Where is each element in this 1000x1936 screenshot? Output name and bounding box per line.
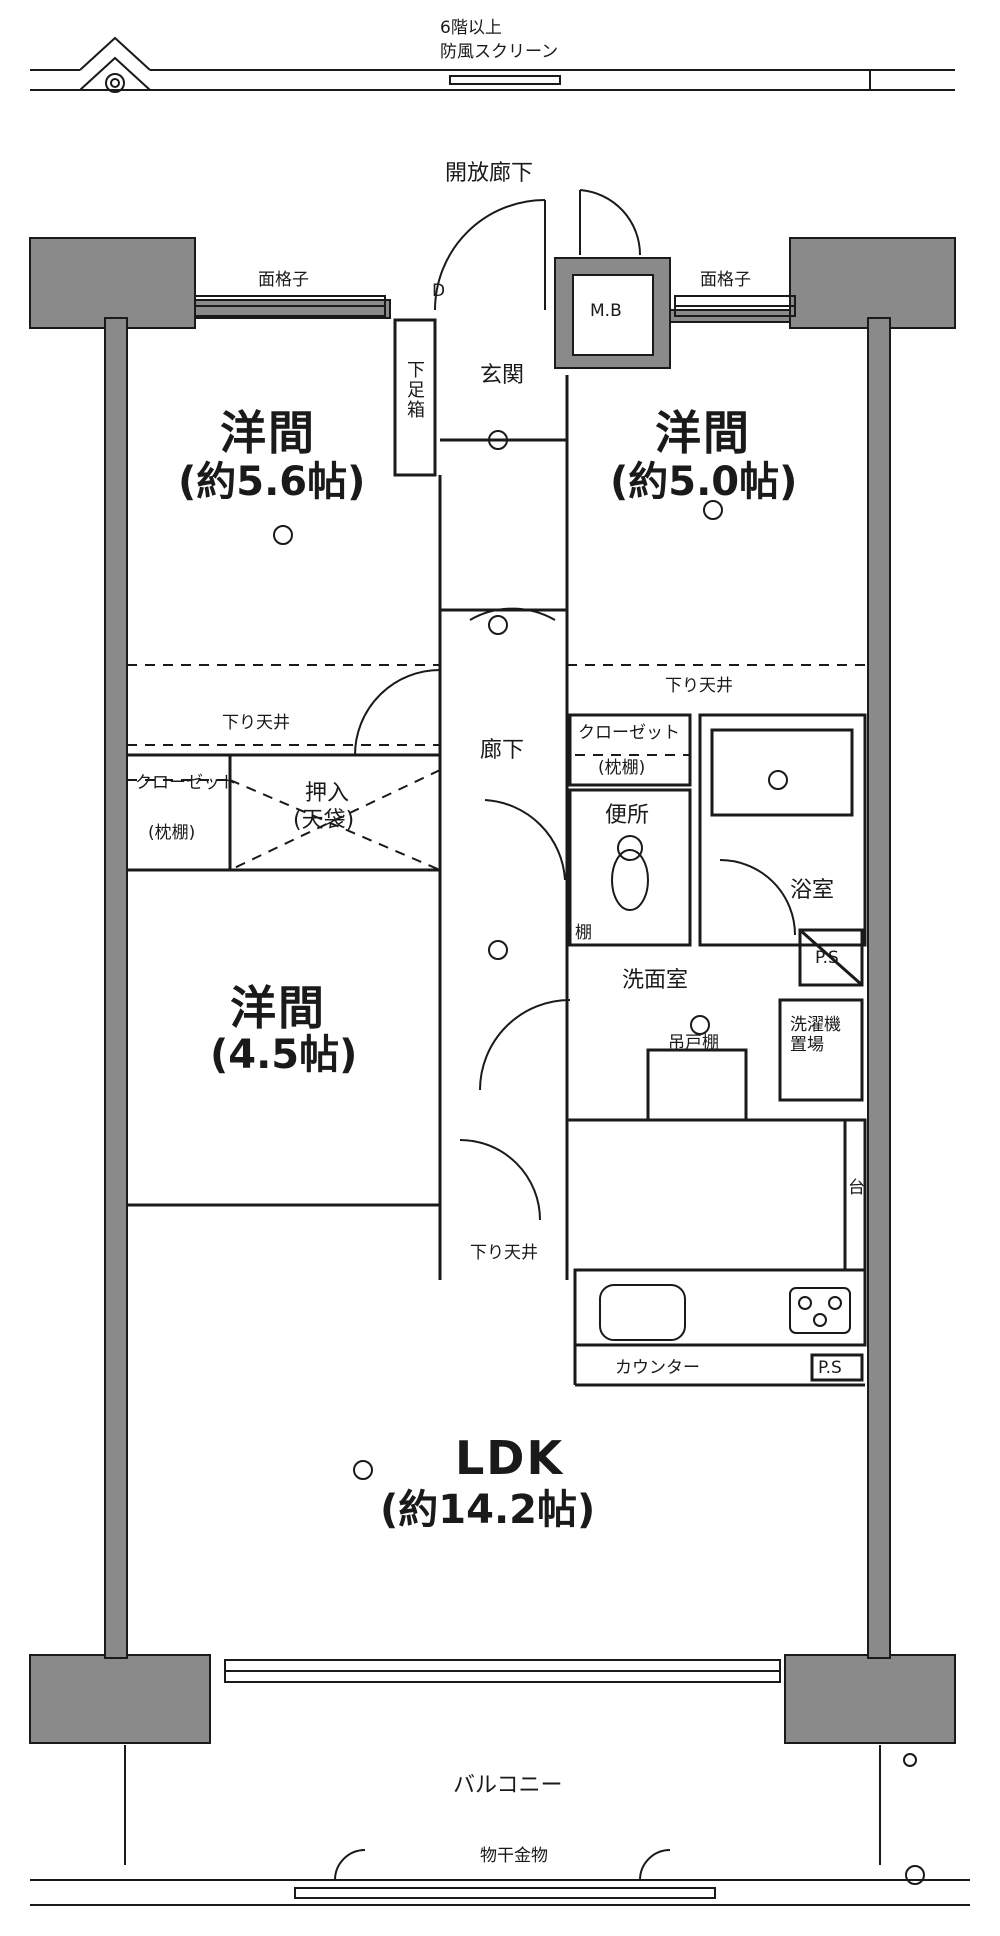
oshiire-label: 押入: [305, 781, 350, 806]
lattice-left-label: 面格子: [258, 270, 309, 290]
washer-place-label: 洗濯機置場: [790, 1015, 841, 1056]
sink-icon: [599, 1284, 686, 1341]
floor-note: 6階以上: [440, 18, 502, 38]
shelf-label: 棚: [575, 923, 592, 943]
lowered-ceiling-2: 下り天井: [222, 713, 290, 733]
windbreak-screen: [30, 36, 955, 93]
ps2-label: P.S: [818, 1358, 842, 1378]
toilet-icon: [611, 835, 649, 911]
lowered-ceiling-1: 下り天井: [665, 676, 733, 696]
toilet-label: 便所: [605, 803, 650, 828]
closet-right-label: クローゼット: [578, 723, 680, 743]
oshiire-sub: (天袋): [293, 808, 355, 833]
lowered-ceiling-3: 下り天井: [470, 1243, 538, 1263]
counter-label: カウンター: [615, 1358, 700, 1378]
closet-left-label: クローゼット: [135, 773, 237, 793]
room3-size: (4.5帖): [210, 1032, 358, 1078]
door-swings: [354, 189, 796, 1221]
laundry-hardware-label: 物干金物: [480, 1846, 548, 1866]
ps1-label: P.S: [815, 948, 839, 968]
room2-name: 洋間: [655, 406, 751, 460]
mb-box: [572, 274, 654, 356]
shoe-box-label: 下足箱: [404, 360, 425, 420]
room1-size: (約5.6帖): [178, 459, 366, 505]
d-mark: D: [432, 281, 446, 301]
balcony-label: バルコニー: [453, 1773, 563, 1798]
lowered-ceiling-lines: [127, 664, 865, 871]
entrance-label: 玄関: [480, 363, 525, 388]
interior-walls: [127, 318, 867, 1387]
closet-left-sub: (枕棚): [148, 823, 196, 843]
mb-label: M.B: [590, 301, 622, 321]
room2-size: (約5.0帖): [610, 459, 798, 505]
ldk-name: LDK: [455, 1431, 565, 1485]
corridor-label: 開放廊下: [445, 161, 534, 186]
screen-note: 防風スクリーン: [440, 42, 559, 62]
ceiling-light-icons: [273, 430, 788, 1480]
room3-name: 洋間: [230, 981, 326, 1035]
stove-icon: [789, 1287, 851, 1334]
washroom-label: 洗面室: [622, 968, 689, 993]
lattice-right-label: 面格子: [700, 270, 751, 290]
balcony-outline: [30, 1659, 970, 1906]
bathroom-label: 浴室: [790, 878, 835, 903]
ldk-size: (約14.2帖): [380, 1487, 596, 1533]
window-lattice: [194, 295, 796, 317]
room1-name: 洋間: [220, 406, 316, 460]
hanging-shelf-label: 吊戸棚: [668, 1033, 719, 1053]
hallway-label: 廊下: [480, 738, 525, 763]
closet-right-sub: (枕棚): [598, 758, 646, 778]
pantry-mark: 台: [848, 1178, 865, 1198]
